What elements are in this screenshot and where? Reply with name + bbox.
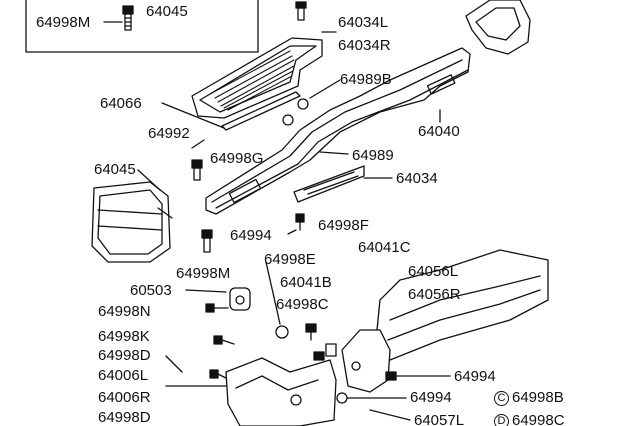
callout-c-icon: C — [494, 391, 509, 406]
cover-plate-64034 — [191, 37, 323, 119]
mudguard-64045 — [91, 181, 171, 263]
label-64992: 64992 — [148, 125, 190, 142]
label-64998N: 64998N — [98, 303, 151, 320]
bolt-center-icon — [313, 343, 337, 361]
inset-bolt-icon — [122, 5, 134, 31]
label-64045-top: 64045 — [146, 3, 188, 20]
frame-64040 — [205, 47, 471, 215]
label-64040: 64040 — [418, 123, 460, 140]
leader-60503 — [185, 289, 227, 293]
label-64998E: 64998E — [264, 251, 316, 268]
label-64998B-text: 64998B — [512, 389, 564, 406]
leader-64992 — [191, 139, 205, 149]
inset-box — [25, 0, 259, 53]
leader-64998D — [165, 355, 183, 373]
label-64989B: 64989B — [340, 71, 392, 88]
label-64056L: 64056L — [408, 263, 459, 280]
label-64034: 64034 — [396, 170, 438, 187]
leader-64066 — [161, 102, 225, 129]
leader-64057L — [369, 409, 411, 421]
label-64034R: 64034R — [338, 37, 391, 54]
bolt-64998M-icon — [201, 229, 213, 253]
bolt-64998N-icon — [205, 303, 229, 313]
label-64994-a: 64994 — [230, 227, 272, 244]
label-64041B: 64041B — [280, 274, 332, 291]
bracket-lower-center — [341, 329, 391, 393]
label-64998G: 64998G — [210, 150, 264, 167]
clip-64994b — [336, 392, 348, 404]
label-64998C: 64998C — [276, 296, 329, 313]
leader-64994a — [287, 229, 297, 235]
label-64994-b: 64994 — [410, 389, 452, 406]
seal-strip-64066 — [221, 91, 301, 131]
label-64006L: 64006L — [98, 367, 149, 384]
step-plate-64034 — [293, 165, 365, 203]
label-64989: 64989 — [352, 147, 394, 164]
bolt-64998K-icon — [213, 335, 235, 345]
label-64998F: 64998F — [318, 217, 369, 234]
washer-64998E — [275, 325, 289, 339]
clip-64994c-icon — [385, 371, 397, 381]
label-64066: 64066 — [100, 95, 142, 112]
label-64045: 64045 — [94, 161, 136, 178]
label-60503: 60503 — [130, 282, 172, 299]
label-64056R: 64056R — [408, 286, 461, 303]
label-64998D-a: 64998D — [98, 347, 151, 364]
label-64998D-b: 64998D — [98, 409, 151, 426]
grommet-64992-icon — [282, 114, 294, 126]
bolt-64998G-icon — [191, 159, 203, 181]
stay-64041C — [371, 249, 549, 381]
label-64006R: 64006R — [98, 389, 151, 406]
label-64057L: 64057L — [414, 412, 465, 426]
leader-64989 — [319, 151, 349, 155]
label-64998C-b-text: 64998C — [512, 412, 565, 426]
label-64994-c: 64994 — [454, 368, 496, 385]
leader-64989B — [309, 79, 341, 99]
grommet-icon — [297, 98, 309, 110]
clip-64045 — [157, 207, 173, 219]
label-64998M-top: 64998M — [36, 14, 91, 31]
clip-64994-icon — [295, 213, 305, 231]
label-64041C: 64041C — [358, 239, 411, 256]
plate-60503 — [229, 287, 251, 311]
label-64998M: 64998M — [176, 265, 231, 282]
nut-64998C-icon — [305, 323, 317, 341]
bracket-64006 — [225, 357, 337, 426]
bracket-top-right — [465, 0, 531, 55]
label-64998K: 64998K — [98, 328, 150, 345]
leader-64998E — [265, 261, 281, 325]
callout-d-icon: D — [494, 414, 509, 426]
label-64034L: 64034L — [338, 14, 389, 31]
bolt-icon — [295, 1, 307, 21]
leader-64045 — [137, 169, 161, 191]
